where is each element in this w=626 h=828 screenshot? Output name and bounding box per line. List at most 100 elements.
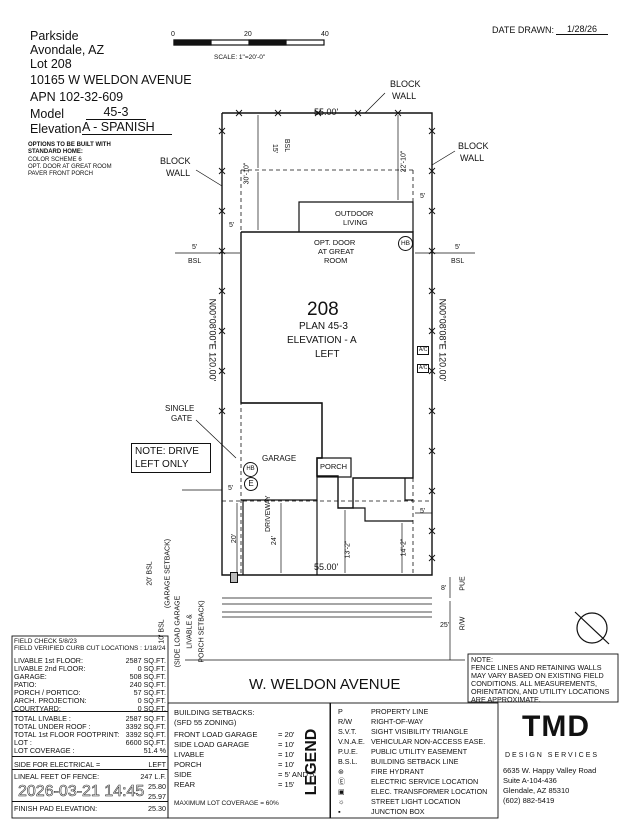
opt-door-3: ROOM [324,256,348,265]
drive-note-box [131,443,211,473]
stat-row: PATIO:240 SQ.FT. [14,680,166,689]
elevation-label: Elevation [30,122,82,136]
elevation-name: ELEVATION - A [287,335,357,346]
street-name: W. WELDON AVENUE [249,676,401,693]
stat-row: TOTAL 1st FLOOR FOOTPRINT:3392 SQ.FT. [14,730,166,739]
stat-row: ARCH. PROJECTION:0 SQ.FT. [14,696,166,705]
stat-row: 25.80 [148,782,166,791]
dim-5: 5' [229,222,235,229]
front-width: 55.00' [314,562,339,572]
dim-22-10: 22'-10" [400,150,408,173]
divider [12,711,168,712]
garage-setback: (GARAGE SETBACK) [164,538,172,609]
setbacks-title: BUILDING SETBACKS: [174,708,255,717]
dim-5: 5' [192,244,198,251]
divider [12,756,168,757]
stat-row: PORCH / PORTICO:57 SQ.FT. [14,688,166,697]
option-item: PAVER FRONT PORCH [28,171,94,177]
stat-row: LOT :6600 SQ.FT. [14,738,166,747]
company-address: (602) 882-5419 [503,796,555,805]
scale-label: SCALE: 1"=20'-0" [214,54,266,61]
lot-label: Lot 208 [30,57,72,71]
pue-label: PUE [459,576,467,591]
stat-row: COURTYARD:0 SQ.FT. [14,704,166,713]
side-load-note-2: LIVABLE & [186,614,194,649]
dim-25: 25' [440,622,450,629]
hose-bib-icon: HB [243,462,258,477]
side-load-note: (SIDE LOAD GARAGE [174,595,182,668]
orientation: LEFT [315,349,340,360]
dim-20: 20' [231,533,239,544]
note-line: ORIENTATION, AND UTILITY LOCATIONS [471,687,610,696]
scale-tick-40: 40 [321,31,329,38]
company-address: Glendale, AZ 85310 [503,786,570,795]
options-title-1: OPTIONS TO BE BUILT WITH [28,142,111,148]
dim-5: 5' [455,244,461,251]
electric-service-icon: Ⓔ [338,777,346,786]
dim-13-2: 13'-2" [344,540,352,559]
block-wall-top: BLOCK [390,79,421,89]
block-wall-top-2: WALL [392,91,417,101]
ac-unit-icon: A/C [417,346,430,355]
stat-row: FINISH PAD ELEVATION:25.30 [14,804,166,813]
field-check: FIELD CHECK 5/8/23 [14,638,77,645]
bsl-rear: BSL [283,138,291,153]
company-address: Suite A-104-436 [503,776,557,785]
divider [12,769,168,770]
options-title-2: STANDARD HOME: [28,149,83,155]
max-coverage: MAXIMUM LOT COVERAGE = 60% [174,800,279,807]
watermark: 2026-03-21 14:45 [18,783,145,800]
dim-30-10: 30'-10" [243,162,251,185]
garage-label: GARAGE [262,454,297,463]
stat-row: GARAGE:508 SQ.FT. [14,672,166,681]
option-item: COLOR SCHEME 6 [28,157,82,163]
stat-row: LIVABLE 2nd FLOOR:0 SQ.FT. [14,664,166,673]
rear-width: 55.00' [314,107,339,117]
dim-5: 5' [420,508,426,515]
stat-row: LOT COVERAGE :51.4 % [14,746,166,755]
option-item: OPT. DOOR AT GREAT ROOM [28,164,112,170]
note-title: NOTE: [471,655,493,664]
note-line: CONDITIONS. ALL MEASUREMENTS, [471,679,597,688]
community-name: Parkside [30,29,79,43]
block-wall-right-2: WALL [460,153,485,163]
dim-5: 5' [228,485,234,492]
junction-box-icon: ▪ [338,807,341,816]
dim-15: 15' [271,143,279,154]
drive-note-2: LEFT ONLY [135,459,189,470]
bsl-20-label: 20' BSL [146,561,154,586]
street-light-icon: ☼ [338,797,345,806]
setbacks-subtitle: (SFD 55 ZONING) [174,718,237,727]
model-label: Model [30,107,65,121]
drive-note: NOTE: DRIVE [135,446,199,457]
company-logo: TMD [522,710,590,743]
scale-tick-20: 20 [244,31,252,38]
legend-title: LEGEND [303,728,320,796]
block-wall-left-2: WALL [166,168,191,178]
note-line: MAY VARY BASED ON EXISTING FIELD [471,671,604,680]
apn: APN 102-32-609 [30,90,124,104]
outdoor-living-2: LIVING [343,218,368,227]
block-wall-left: BLOCK [160,156,191,166]
right-bearing: N00°08'08"E 120.00' [437,298,448,382]
stat-row: 25.97 [148,792,166,801]
dim-8: 8' [441,585,447,592]
stat-row: TOTAL UNDER ROOF :3392 SQ.FT. [14,722,166,731]
note-line: ARE APPROXIMATE. [471,695,541,704]
left-bearing: N00°08'00"E 120.00' [207,298,218,382]
bsl-left: BSL [188,258,202,265]
dim-14-2: 14'-2" [400,538,408,557]
stat-row: TOTAL LIVABLE :2587 SQ.FT. [14,714,166,723]
stat-row: SIDE FOR ELECTRICAL =LEFT [14,760,166,769]
electric-service-icon: E [244,477,258,491]
dim-5: 5' [420,193,426,200]
company-address: 6635 W. Happy Valley Road [503,766,597,775]
date-drawn-value: 1/28/26 [556,25,608,35]
opt-door-2: AT GREAT [318,247,355,256]
outdoor-living: OUTDOOR [335,209,374,218]
date-drawn-label: DATE DRAWN: [492,25,554,35]
note-line: FENCE LINES AND RETAINING WALLS [471,663,602,672]
hose-bib-icon: HB [398,236,413,251]
bsl-right: BSL [451,258,465,265]
